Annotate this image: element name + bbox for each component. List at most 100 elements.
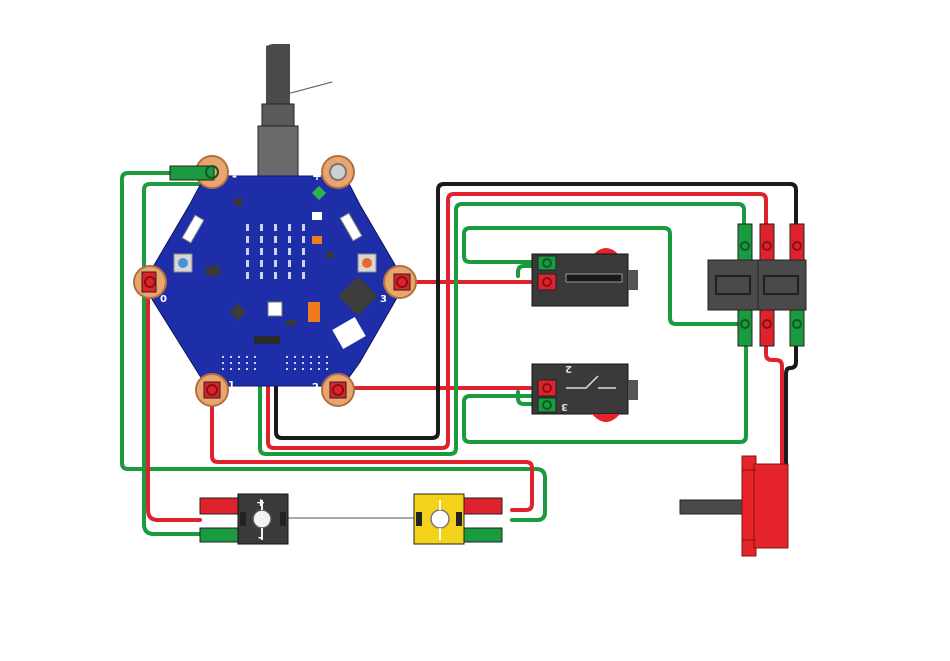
board-dot [238, 362, 240, 364]
led-matrix-cell [288, 272, 291, 279]
led-matrix-cell [274, 224, 277, 231]
led-matrix-cell [246, 260, 249, 267]
led-matrix-cell [274, 272, 277, 279]
board-dot [254, 356, 256, 358]
led-matrix-cell [260, 260, 263, 267]
led-matrix-cell [246, 248, 249, 255]
board-dot [310, 362, 312, 364]
light-sensor-block: + - [200, 494, 288, 544]
pin-label-plus: + [312, 169, 322, 183]
board-dot [230, 362, 232, 364]
board-dot [254, 368, 256, 370]
motor [680, 456, 788, 556]
board-dot [318, 356, 320, 358]
wire-black-motor [786, 344, 796, 464]
usb-cable-cord [266, 44, 290, 104]
relay-block [708, 224, 806, 346]
lamp-plug-green [464, 528, 502, 542]
switch-bottom-side-tab [628, 380, 638, 400]
board-dot [286, 356, 288, 358]
led-matrix-cell [274, 260, 277, 267]
led-matrix-cell [260, 224, 263, 231]
switch-bottom-red-cap [592, 414, 620, 422]
board-dot [222, 362, 224, 364]
board-dot [230, 368, 232, 370]
board-gray-square-2 [206, 266, 220, 276]
led-matrix-cell [274, 236, 277, 243]
led-matrix-cell [288, 236, 291, 243]
pushbutton-switch-bottom: 2 3 [532, 363, 638, 422]
board-dot [286, 362, 288, 364]
sensor-tab-left [240, 512, 246, 526]
pad-plus-inner [330, 164, 346, 180]
led-matrix-cell [246, 224, 249, 231]
led-matrix-cell [260, 236, 263, 243]
board-button-b-cap [362, 258, 372, 268]
board-gray-square-1 [234, 198, 242, 206]
board-small-black-2 [326, 252, 334, 258]
led-matrix-cell [288, 248, 291, 255]
sensor-tab-right [280, 512, 286, 526]
led-matrix-cell [302, 260, 305, 267]
sensor-plug-red [200, 498, 238, 514]
board-pin-header [254, 336, 280, 344]
pushbutton-switch-top [532, 248, 638, 306]
usb-plug [258, 126, 298, 180]
board-dot [326, 362, 328, 364]
board-orange-component-1 [312, 236, 322, 244]
board-dot [230, 356, 232, 358]
switch-bottom-label-3: 3 [561, 401, 568, 412]
led-matrix-cell [302, 224, 305, 231]
pin-label-0: 0 [160, 294, 167, 305]
led-matrix-cell [302, 272, 305, 279]
led-matrix-cell [302, 236, 305, 243]
board-white-square [312, 212, 322, 220]
board-dot [222, 356, 224, 358]
pin-label-2: 2 [312, 382, 319, 393]
led-matrix-cell [260, 272, 263, 279]
board-small-black [286, 320, 296, 326]
board-dot [302, 356, 304, 358]
motor-body [754, 464, 788, 548]
board-dot [238, 368, 240, 370]
usb-cable-neck [262, 104, 294, 126]
board-dot [294, 368, 296, 370]
switch-top-slot [566, 274, 622, 282]
board-reset-button [268, 302, 282, 316]
switch-top-side-tab [628, 270, 638, 290]
board-dot [326, 356, 328, 358]
board-dot [310, 368, 312, 370]
led-matrix-cell [302, 248, 305, 255]
board-orange-component-2 [308, 302, 320, 322]
pin-label-3: 3 [380, 294, 387, 305]
board-dot [318, 362, 320, 364]
led-matrix-cell [274, 248, 277, 255]
wire-red-motor [766, 344, 782, 464]
board-dot [222, 368, 224, 370]
led-matrix-cell [246, 236, 249, 243]
sensor-lens [253, 510, 271, 528]
lamp-tab-left [416, 512, 422, 526]
led-matrix-cell [246, 272, 249, 279]
board-dot [294, 356, 296, 358]
board-dot [302, 362, 304, 364]
board-dot [302, 368, 304, 370]
lamp-plug-red [464, 498, 502, 514]
switch-bottom-plug-red [538, 380, 556, 396]
motor-shaft [680, 500, 744, 514]
board-dot [318, 368, 320, 370]
board-dot [246, 368, 248, 370]
board-dot [246, 362, 248, 364]
lamp-bulb [431, 510, 449, 528]
pin-label-1: 1 [228, 380, 235, 391]
led-matrix-cell [260, 248, 263, 255]
led-matrix-cell [288, 260, 291, 267]
controller-board: - + 0 3 1 2 [134, 156, 416, 406]
board-dot [246, 356, 248, 358]
switch-bottom-label-2: 2 [565, 363, 572, 374]
board-dot [286, 368, 288, 370]
pin-label-minus: - [232, 169, 237, 183]
sensor-plus-label: + [256, 496, 265, 509]
lamp-tab-right [456, 512, 462, 526]
